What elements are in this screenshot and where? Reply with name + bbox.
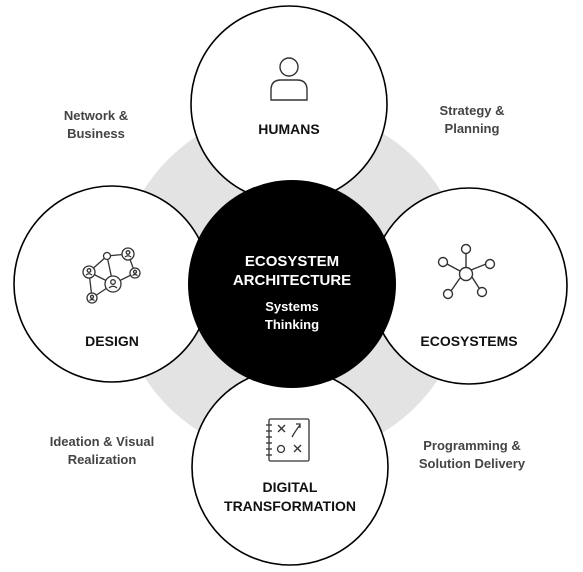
corner-label-line: Planning [445,121,500,136]
corner-label-line: Business [67,126,125,141]
corner-label-programming-delivery: Programming & Solution Delivery [419,438,526,471]
node-circle [190,5,388,203]
corner-label-line: Network & [64,108,128,123]
center-subtitle: Thinking [265,317,319,332]
node-ecosystems: ECOSYSTEMS [370,187,568,385]
node-design: DESIGN [13,185,211,383]
corner-label-line: Solution Delivery [419,456,526,471]
corner-label-line: Programming & [423,438,521,453]
strategy-notebook-icon [266,418,310,462]
people-network-icon [82,247,141,304]
corner-label-network-business: Network & Business [64,108,128,141]
node-circle [191,368,389,566]
corner-label-line: Ideation & Visual [50,434,155,449]
center-title: ARCHITECTURE [233,272,351,289]
center-subtitle: Systems [265,299,318,314]
center-circle [188,180,396,388]
corner-label-line: Realization [68,452,137,467]
node-circle [370,187,568,385]
node-humans: HUMANS [190,5,388,203]
node-title: ECOSYSTEMS [420,333,517,349]
node-digital-transformation: DIGITAL TRANSFORMATION [191,368,389,566]
node-title: DIGITAL [263,479,318,495]
hub-network-icon [437,243,496,300]
node-title: TRANSFORMATION [224,498,356,514]
corner-label-strategy-planning: Strategy & Planning [439,103,504,136]
node-title: HUMANS [258,121,319,137]
person-icon [270,57,308,101]
center-node: ECOSYSTEM ARCHITECTURE Systems Thinking [188,180,396,388]
corner-label-line: Strategy & [439,103,504,118]
center-title: ECOSYSTEM [245,253,339,270]
corner-label-ideation-visual: Ideation & Visual Realization [50,434,155,467]
node-title: DESIGN [85,333,139,349]
